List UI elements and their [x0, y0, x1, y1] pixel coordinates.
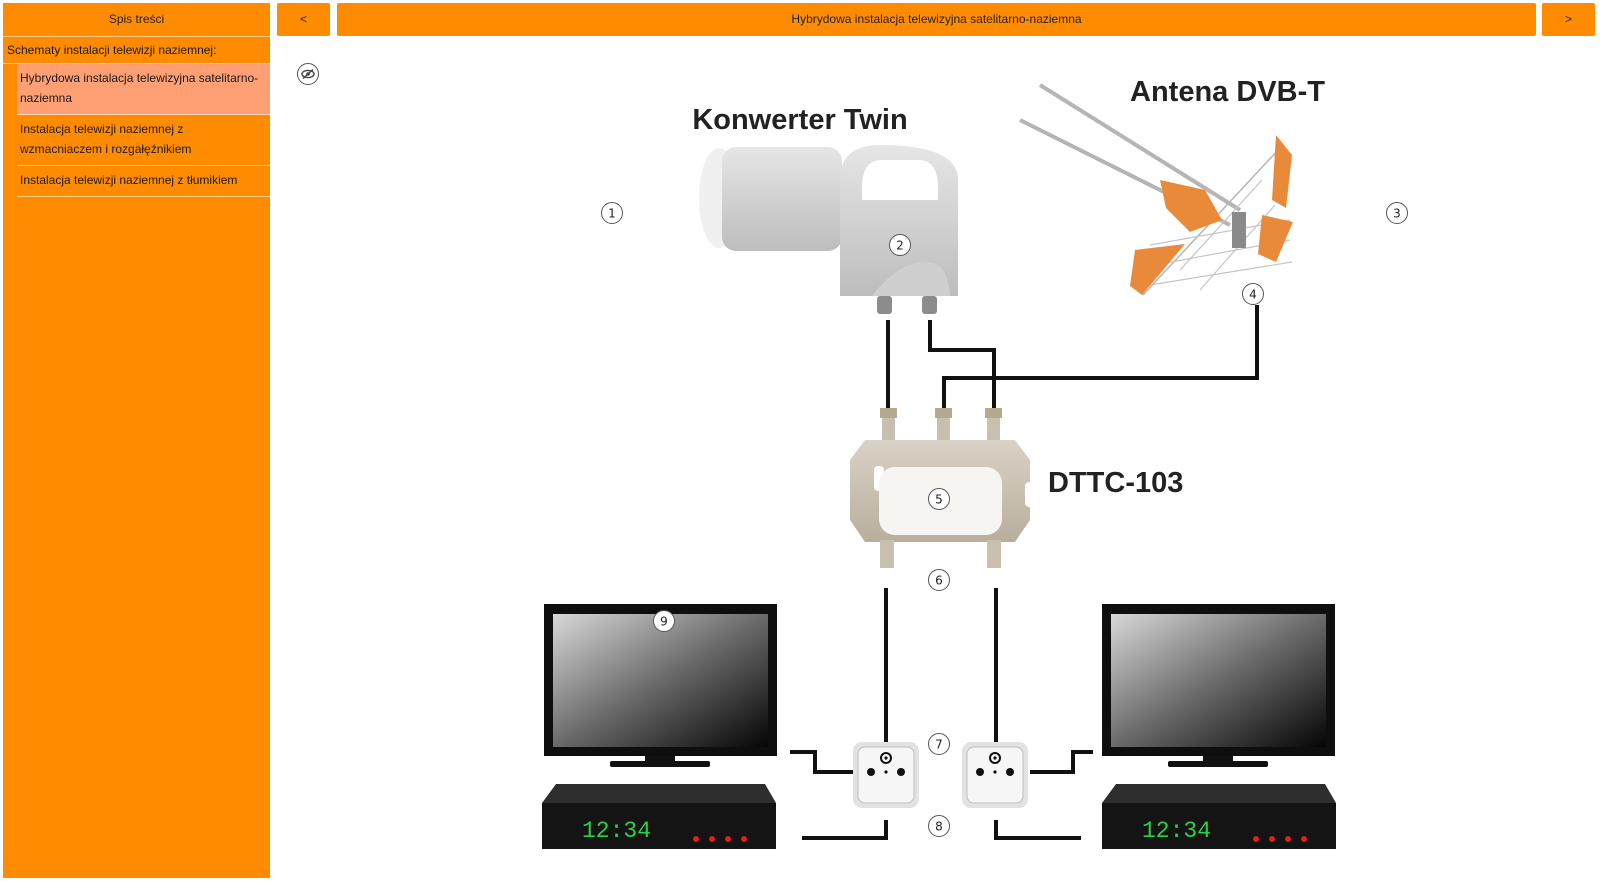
eye-slash-icon[interactable] — [296, 62, 320, 86]
svg-text:2: 2 — [896, 239, 904, 253]
marker-9[interactable]: 9 — [653, 610, 675, 632]
dttc-103-device — [850, 408, 1035, 568]
set-top-box-right: 12:34 — [1102, 784, 1336, 849]
svg-text:3: 3 — [1393, 207, 1401, 221]
svg-text:4: 4 — [1249, 288, 1257, 302]
clock-display-left: 12:34 — [582, 818, 651, 844]
marker-7[interactable]: 7 — [928, 733, 950, 755]
marker-5[interactable]: 5 — [928, 488, 950, 510]
device-label: DTTC-103 — [1048, 467, 1183, 499]
marker-3[interactable]: 3 — [1386, 202, 1408, 224]
clock-display-right: 12:34 — [1142, 818, 1211, 844]
installation-diagram: Konwerter Twin Antena DVB-T DTTC-103 — [542, 76, 1408, 849]
marker-1[interactable]: 1 — [601, 202, 623, 224]
svg-text:7: 7 — [935, 738, 943, 752]
sidebar: Spis treści Schematy instalacji telewizj… — [3, 3, 270, 878]
converter-label: Konwerter Twin — [692, 104, 907, 136]
svg-text:6: 6 — [935, 574, 943, 588]
cables-bottom — [790, 588, 1093, 840]
marker-2[interactable]: 2 — [889, 234, 911, 256]
antenna-label: Antena DVB-T — [1130, 76, 1325, 108]
wall-socket-left — [853, 742, 919, 808]
twin-lnb-converter — [699, 145, 958, 314]
svg-text:8: 8 — [935, 820, 943, 834]
next-button[interactable]: > — [1542, 3, 1595, 36]
toc-item-amplifier[interactable]: Instalacja telewizji naziemnej z wzmacni… — [17, 115, 270, 166]
page-title: Hybrydowa instalacja telewizyjna satelit… — [337, 3, 1536, 36]
dvb-t-antenna — [1019, 83, 1293, 296]
wall-socket-right — [962, 742, 1028, 808]
svg-text:9: 9 — [660, 615, 668, 629]
toc-item-attenuator[interactable]: Instalacja telewizji naziemnej z tłumiki… — [17, 166, 270, 197]
toc-item-hybrid[interactable]: Hybrydowa instalacja telewizyjna satelit… — [17, 64, 270, 115]
cables-top — [886, 305, 1259, 414]
tv-right — [1102, 604, 1335, 767]
marker-4[interactable]: 4 — [1242, 283, 1264, 305]
svg-text:5: 5 — [935, 493, 943, 507]
marker-8[interactable]: 8 — [928, 815, 950, 837]
prev-button[interactable]: < — [277, 3, 330, 36]
svg-text:1: 1 — [608, 207, 616, 221]
section-title: Schematy instalacji telewizji naziemnej: — [3, 37, 270, 64]
marker-6[interactable]: 6 — [928, 569, 950, 591]
set-top-box-left: 12:34 — [542, 784, 776, 849]
sidebar-header: Spis treści — [3, 3, 270, 37]
